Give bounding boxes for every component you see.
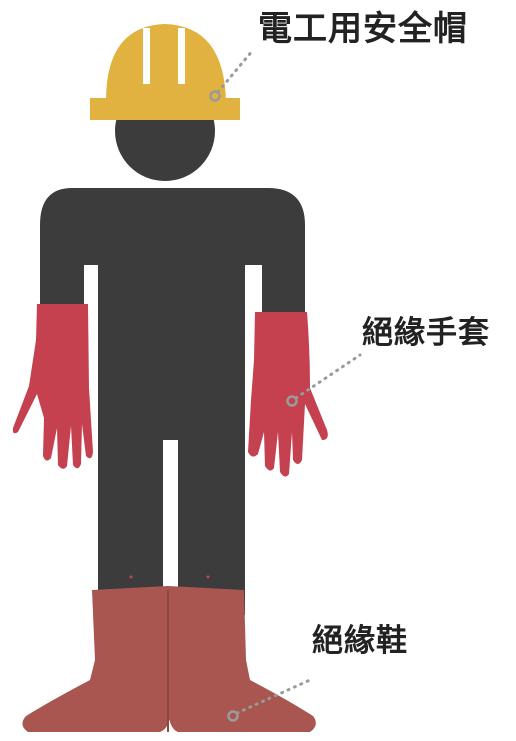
helmet-label: 電工用安全帽 — [258, 9, 468, 49]
right-boot-icon — [167, 586, 316, 732]
boots-callout-marker-icon — [227, 710, 239, 722]
gloves-callout-marker-icon — [286, 395, 298, 407]
helmet-callout-marker-icon — [209, 90, 221, 102]
safety-helmet-icon — [90, 24, 240, 120]
boots-label: 絕緣鞋 — [312, 623, 408, 659]
right-glove-icon — [248, 312, 328, 477]
gloves-callout-line — [294, 353, 362, 400]
boots-callout-line — [235, 678, 312, 715]
worker-body — [40, 188, 305, 615]
boot-stud — [129, 575, 133, 579]
left-glove-icon — [12, 304, 93, 469]
callout-markers — [209, 90, 298, 722]
gloves-label: 絕緣手套 — [362, 315, 490, 351]
boot-stud — [206, 575, 210, 579]
insulated-boots-icon — [22, 586, 316, 732]
callout-lines — [216, 48, 362, 715]
left-boot-icon — [22, 586, 172, 732]
helmet-callout-line — [216, 48, 255, 94]
